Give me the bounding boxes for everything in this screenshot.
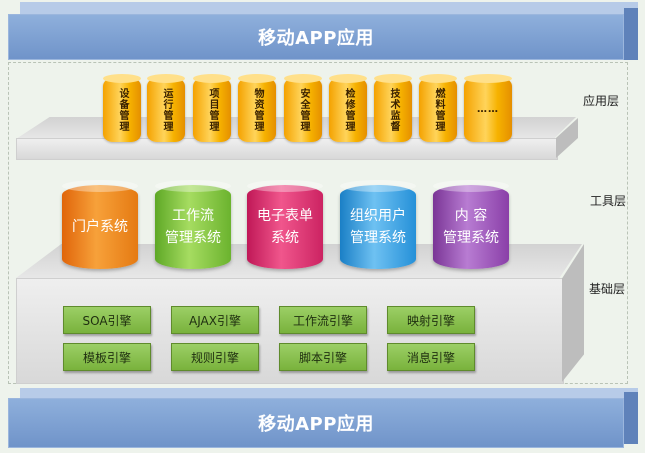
tool-portal-system[interactable]: 门户系统: [62, 180, 138, 269]
app-module-tech-supervision[interactable]: 技术监督: [374, 74, 412, 142]
engine-template[interactable]: 模板引擎: [63, 343, 151, 371]
bottom-bar-side: [624, 392, 638, 444]
top-bar-top-face: [20, 2, 638, 14]
bottom-bar-label: 移动APP应用: [258, 414, 374, 435]
layer-label-tool: 工具层: [590, 194, 627, 208]
app-module-more[interactable]: ……: [464, 74, 512, 142]
top-bar: 移动APP应用: [8, 14, 624, 60]
layer-label-app: 应用层: [583, 94, 620, 108]
top-bar-side: [624, 8, 638, 60]
base-layer-slab-side: [562, 244, 584, 382]
app-module-operation[interactable]: 运行管理: [147, 74, 185, 142]
engine-script[interactable]: 脚本引擎: [279, 343, 367, 371]
bottom-bar-top-face: [20, 388, 638, 398]
app-module-project[interactable]: 项目管理: [193, 74, 231, 142]
tool-content-system[interactable]: 内 容 管理系统: [433, 180, 509, 269]
layer-label-base: 基础层: [589, 282, 626, 296]
engine-workflow[interactable]: 工作流引擎: [279, 306, 367, 334]
app-module-materials[interactable]: 物资管理: [238, 74, 276, 142]
tool-workflow-system[interactable]: 工作流 管理系统: [155, 180, 231, 269]
engine-mapping[interactable]: 映射引擎: [387, 306, 475, 334]
engine-message[interactable]: 消息引擎: [387, 343, 475, 371]
app-module-equipment[interactable]: 设备管理: [103, 74, 141, 142]
app-module-maintenance[interactable]: 检修管理: [329, 74, 367, 142]
bottom-bar: 移动APP应用: [8, 398, 624, 448]
engine-ajax[interactable]: AJAX引擎: [171, 306, 259, 334]
tool-org-user-system[interactable]: 组织用户 管理系统: [340, 180, 416, 269]
app-module-fuel[interactable]: 燃料管理: [419, 74, 457, 142]
tool-eform-system[interactable]: 电子表单 系统: [247, 180, 323, 269]
engine-soa[interactable]: SOA引擎: [63, 306, 151, 334]
engine-rule[interactable]: 规则引擎: [171, 343, 259, 371]
top-bar-label: 移动APP应用: [258, 28, 374, 49]
app-module-safety[interactable]: 安全管理: [284, 74, 322, 142]
